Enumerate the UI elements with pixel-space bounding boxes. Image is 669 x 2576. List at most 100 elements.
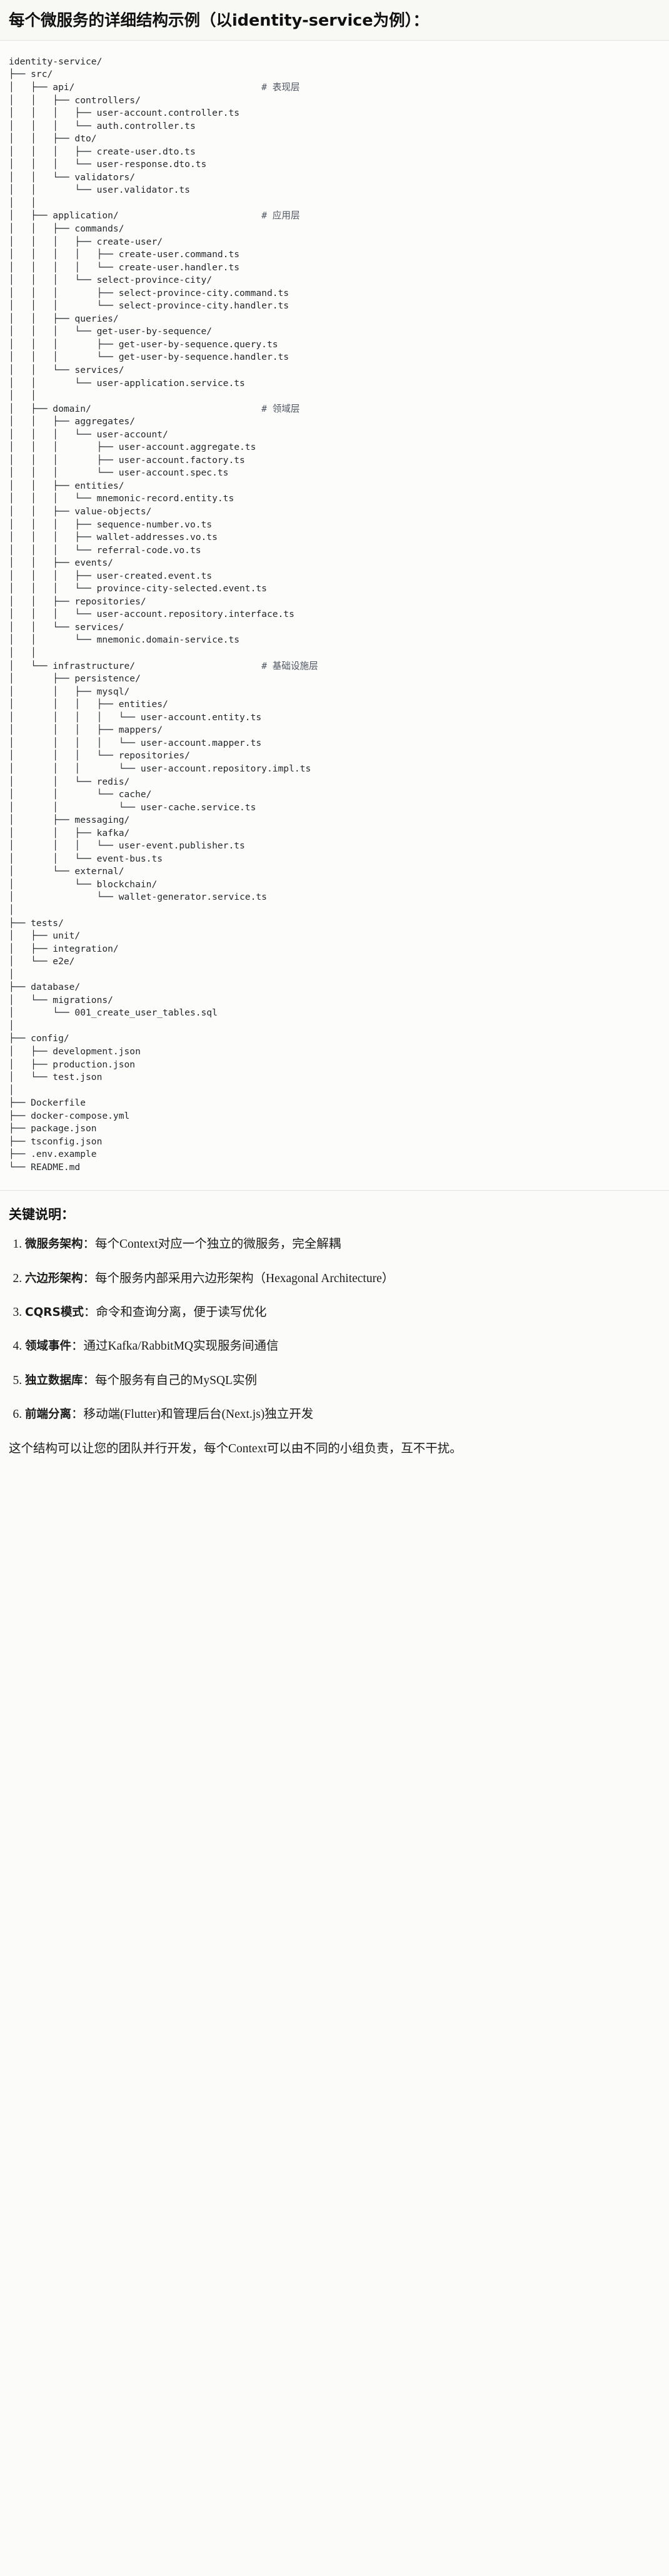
tree-node-label: │ │ └── services/ [9,621,124,633]
tree-node-label: │ [9,1020,14,1031]
tree-line: │ [9,1085,14,1096]
tree-node-label: │ │ │ ├── get-user-by-sequence.query.ts [9,339,278,350]
tree-node-label: │ ├── messaging/ [9,815,130,826]
tree-node-label: │ ├── integration/ [9,943,119,954]
tree-node-label: │ │ │ └── get-user-by-sequence.handler.t… [9,352,289,363]
tree-node-label: │ ├── application/ [9,210,119,221]
tree-node-label: │ ├── development.json [9,1046,141,1057]
tree-line: │ │ └── event-bus.ts [9,853,163,864]
directory-tree-block: identity-service/ ├── src/ │ ├── api/ # … [0,40,669,1191]
tree-node-label: │ │ │ ├── user-created.event.ts [9,570,213,581]
tree-line: │ │ │ ├── create-user/ [9,237,163,247]
tree-node-label: │ │ │ ├── wallet-addresses.vo.ts [9,532,218,543]
tree-node-label: │ │ │ └── user-account.spec.ts [9,467,229,479]
tree-layer-comment: # 表现层 [261,81,300,93]
tree-line: │ │ └── user-application.service.ts [9,378,245,389]
tree-node-label: │ │ │ │ └── user-account.mapper.ts [9,737,262,748]
tree-line: │ │ │ └── user-account.repository.impl.t… [9,763,311,774]
tree-line: ├── .env.example [9,1149,97,1159]
tree-line: │ │ ├── aggregates/ [9,416,135,427]
tree-node-label: │ └── infrastructure/ [9,660,136,671]
tree-node-label: │ ├── unit/ [9,930,81,942]
tree-node-label: │ ├── api/ [9,81,75,93]
tree-node-label: │ │ [9,648,36,659]
tree-node-label: │ │ │ └── auth.controller.ts [9,120,196,131]
key-notes-title: 关键说明： [9,1207,74,1223]
tree-node-label: │ └── external/ [9,866,124,877]
tree-node-label: │ └── migrations/ [9,994,113,1005]
tree-line: │ │ ├── dto/ [9,133,97,144]
tree-line: │ │ ├── queries/ [9,313,119,324]
tree-line: │ ├── messaging/ [9,815,129,825]
key-note-term: 前端分离 [25,1407,72,1421]
tree-node-label: │ │ ├── repositories/ [9,596,146,607]
tree-node-label: ├── src/ [9,69,53,80]
tree-line: │ │ └── services/ [9,622,124,633]
tree-line: │ │ │ └── referral-code.vo.ts [9,545,201,556]
tree-node-label: ├── config/ [9,1033,69,1044]
tree-node-label: │ │ │ └── user-response.dto.ts [9,159,207,170]
key-note-separator: ： [83,1271,96,1285]
tree-line: │ │ │ ├── wallet-addresses.vo.ts [9,532,218,542]
tree-node-label: │ │ ├── events/ [9,557,113,569]
tree-node-label: ├── database/ [9,982,81,993]
tree-node-label: │ └── test.json [9,1072,103,1083]
tree-layer-comment: # 领域层 [261,403,300,414]
tree-line: │ └── infrastructure/ # 基础设施层 [9,661,318,671]
tree-line: │ │ │ └── select-province-city/ [9,275,212,285]
tree-line: │ │ │ └── province-city-selected.event.t… [9,583,267,594]
tree-node-label: │ └── blockchain/ [9,878,158,890]
tree-node-label: │ │ │ └── user-account.repository.impl.t… [9,763,311,774]
tree-line: │ │ │ │ └── create-user.handler.ts [9,262,239,273]
tree-node-label: │ │ │ └── select-province-city.handler.t… [9,300,289,312]
tree-node-label: ├── docker-compose.yml [9,1110,130,1121]
tree-node-label: │ │ │ └── repositories/ [9,750,190,761]
tree-line: │ │ [9,390,36,401]
key-note-term: 领域事件 [25,1340,72,1353]
tree-node-label: │ │ │ └── user-event.publisher.ts [9,840,245,852]
tree-node-label: ├── tests/ [9,917,64,929]
tree-node-label: │ │ │ └── user-account/ [9,429,168,440]
tree-line: │ │ [9,648,36,658]
tree-node-label: │ │ │ └── mnemonic-record.entity.ts [9,493,234,504]
tree-line: │ │ │ │ └── user-account.entity.ts [9,712,261,723]
tree-node-label: │ │ [9,197,36,208]
tree-line: └── README.md [9,1162,80,1173]
tree-line: │ ├── integration/ [9,944,119,954]
tree-node-label: │ │ ├── commands/ [9,223,124,234]
tree-node-label: ├── .env.example [9,1149,97,1160]
tree-node-label: │ │ ├── controllers/ [9,94,141,106]
key-note-item: 独立数据库：每个服务有自己的MySQL实例 [25,1372,660,1390]
tree-node-label: │ │ [9,390,36,402]
tree-node-label: │ ├── production.json [9,1059,136,1070]
key-note-term: 独立数据库 [25,1373,83,1387]
tree-node-label: │ │ │ ├── create-user.dto.ts [9,146,196,157]
tree-line: │ │ │ ├── get-user-by-sequence.query.ts [9,339,278,350]
tree-line: │ │ │ └── user-account.spec.ts [9,467,228,478]
tree-line: identity-service/ [9,56,102,67]
key-note-text: 每个服务内部采用六边形架构（Hexagonal Architecture） [95,1271,395,1285]
tree-node-label: identity-service/ [9,56,103,67]
tree-line: │ │ │ ├── user-created.event.ts [9,571,212,581]
tree-node-label: │ │ └── redis/ [9,776,130,787]
tree-node-label: │ [9,1084,14,1096]
tree-line: │ │ │ └── get-user-by-sequence/ [9,326,212,337]
key-note-item: 六边形架构：每个服务内部采用六边形架构（Hexagonal Architectu… [25,1270,660,1288]
tree-node-label: │ │ │ ├── user-account.factory.ts [9,454,245,466]
tree-node-label: │ │ │ ├── user-account.aggregate.ts [9,442,256,453]
tree-layer-comment: # 基础设施层 [261,660,318,671]
tree-line: │ │ [9,198,36,208]
tree-line: │ │ │ └── user-account/ [9,429,168,440]
tree-line: │ │ ├── repositories/ [9,596,146,607]
tree-node-label: ├── tsconfig.json [9,1136,103,1147]
tree-line: ├── tsconfig.json [9,1136,102,1147]
tree-node-label: │ │ └── services/ [9,365,124,375]
tree-node-label: │ │ │ ├── select-province-city.command.t… [9,287,289,298]
tree-line: ├── package.json [9,1123,97,1134]
tree-line: │ │ ├── value-objects/ [9,506,151,517]
tree-line: │ ├── api/ # 表现层 [9,82,300,93]
tree-node-label: │ │ ├── entities/ [9,480,124,491]
tree-node-label: │ [9,904,14,915]
tree-node-label: │ │ ├── mysql/ [9,686,130,697]
